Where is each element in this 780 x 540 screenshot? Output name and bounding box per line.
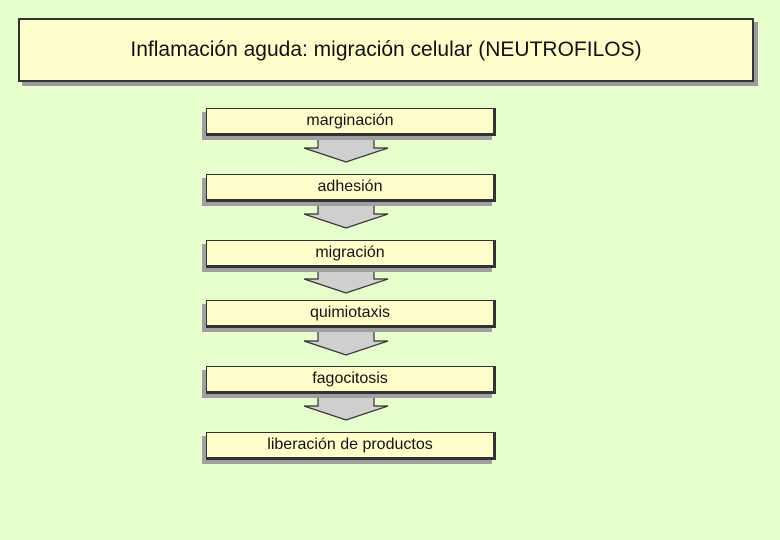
down-arrow-5 xyxy=(303,393,389,421)
down-arrow-2 xyxy=(303,202,389,229)
down-arrow-1 xyxy=(303,137,389,163)
step-adhesion: adhesión xyxy=(206,174,496,202)
step-marginacion: marginación xyxy=(206,108,496,136)
diagram-title: Inflamación aguda: migración celular (NE… xyxy=(18,18,754,82)
down-arrow-4 xyxy=(303,327,389,356)
step-fagocitosis: fagocitosis xyxy=(206,366,496,394)
step-migracion: migración xyxy=(206,240,496,268)
step-quimiotaxis: quimiotaxis xyxy=(206,300,496,328)
down-arrow-3 xyxy=(303,267,389,294)
step-liberacion-de-productos: liberación de productos xyxy=(206,432,496,460)
